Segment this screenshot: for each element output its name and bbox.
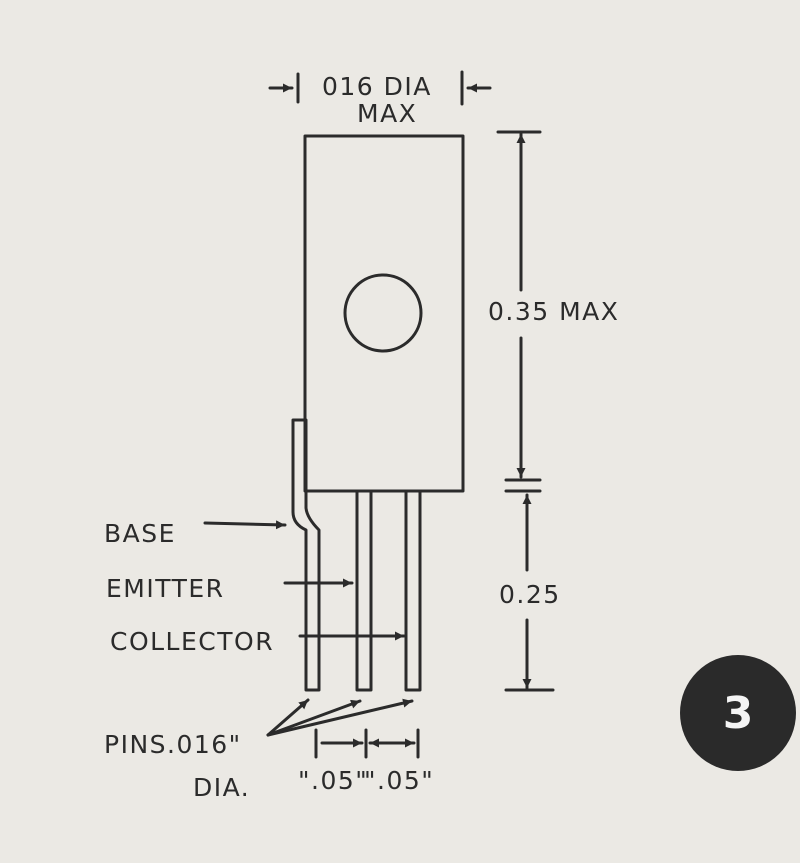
collector-lead: [404, 489, 422, 692]
base-label: BASE: [104, 519, 176, 548]
figure-number-badge: 3: [680, 655, 796, 771]
transistor-body: [303, 134, 465, 493]
pins-label: PINS.016": [104, 730, 242, 759]
top-dimension: [268, 70, 492, 106]
lead-length-label: 0.25: [499, 580, 561, 609]
pin-spacing-label-2: ".05": [364, 766, 435, 795]
pin-spacing-dimension: [314, 728, 420, 759]
top-dimension-label-max: MAX: [357, 99, 418, 128]
dia-label: DIA.: [193, 773, 251, 802]
lead-length-dimension: [504, 489, 555, 692]
base-lead: [291, 418, 321, 692]
height-dimension: [496, 130, 542, 482]
emitter-lead: [355, 489, 373, 692]
collector-label: COLLECTOR: [110, 627, 275, 656]
base-arrow: [203, 520, 287, 530]
emitter-label: EMITTER: [106, 574, 225, 603]
mounting-hole: [343, 273, 423, 353]
pin-spacing-label-1: ".05": [298, 766, 369, 795]
pins-callout-arrows: [266, 698, 414, 737]
height-dimension-label: 0.35 MAX: [488, 297, 620, 326]
top-dimension-label: 016 DIA: [322, 72, 432, 101]
